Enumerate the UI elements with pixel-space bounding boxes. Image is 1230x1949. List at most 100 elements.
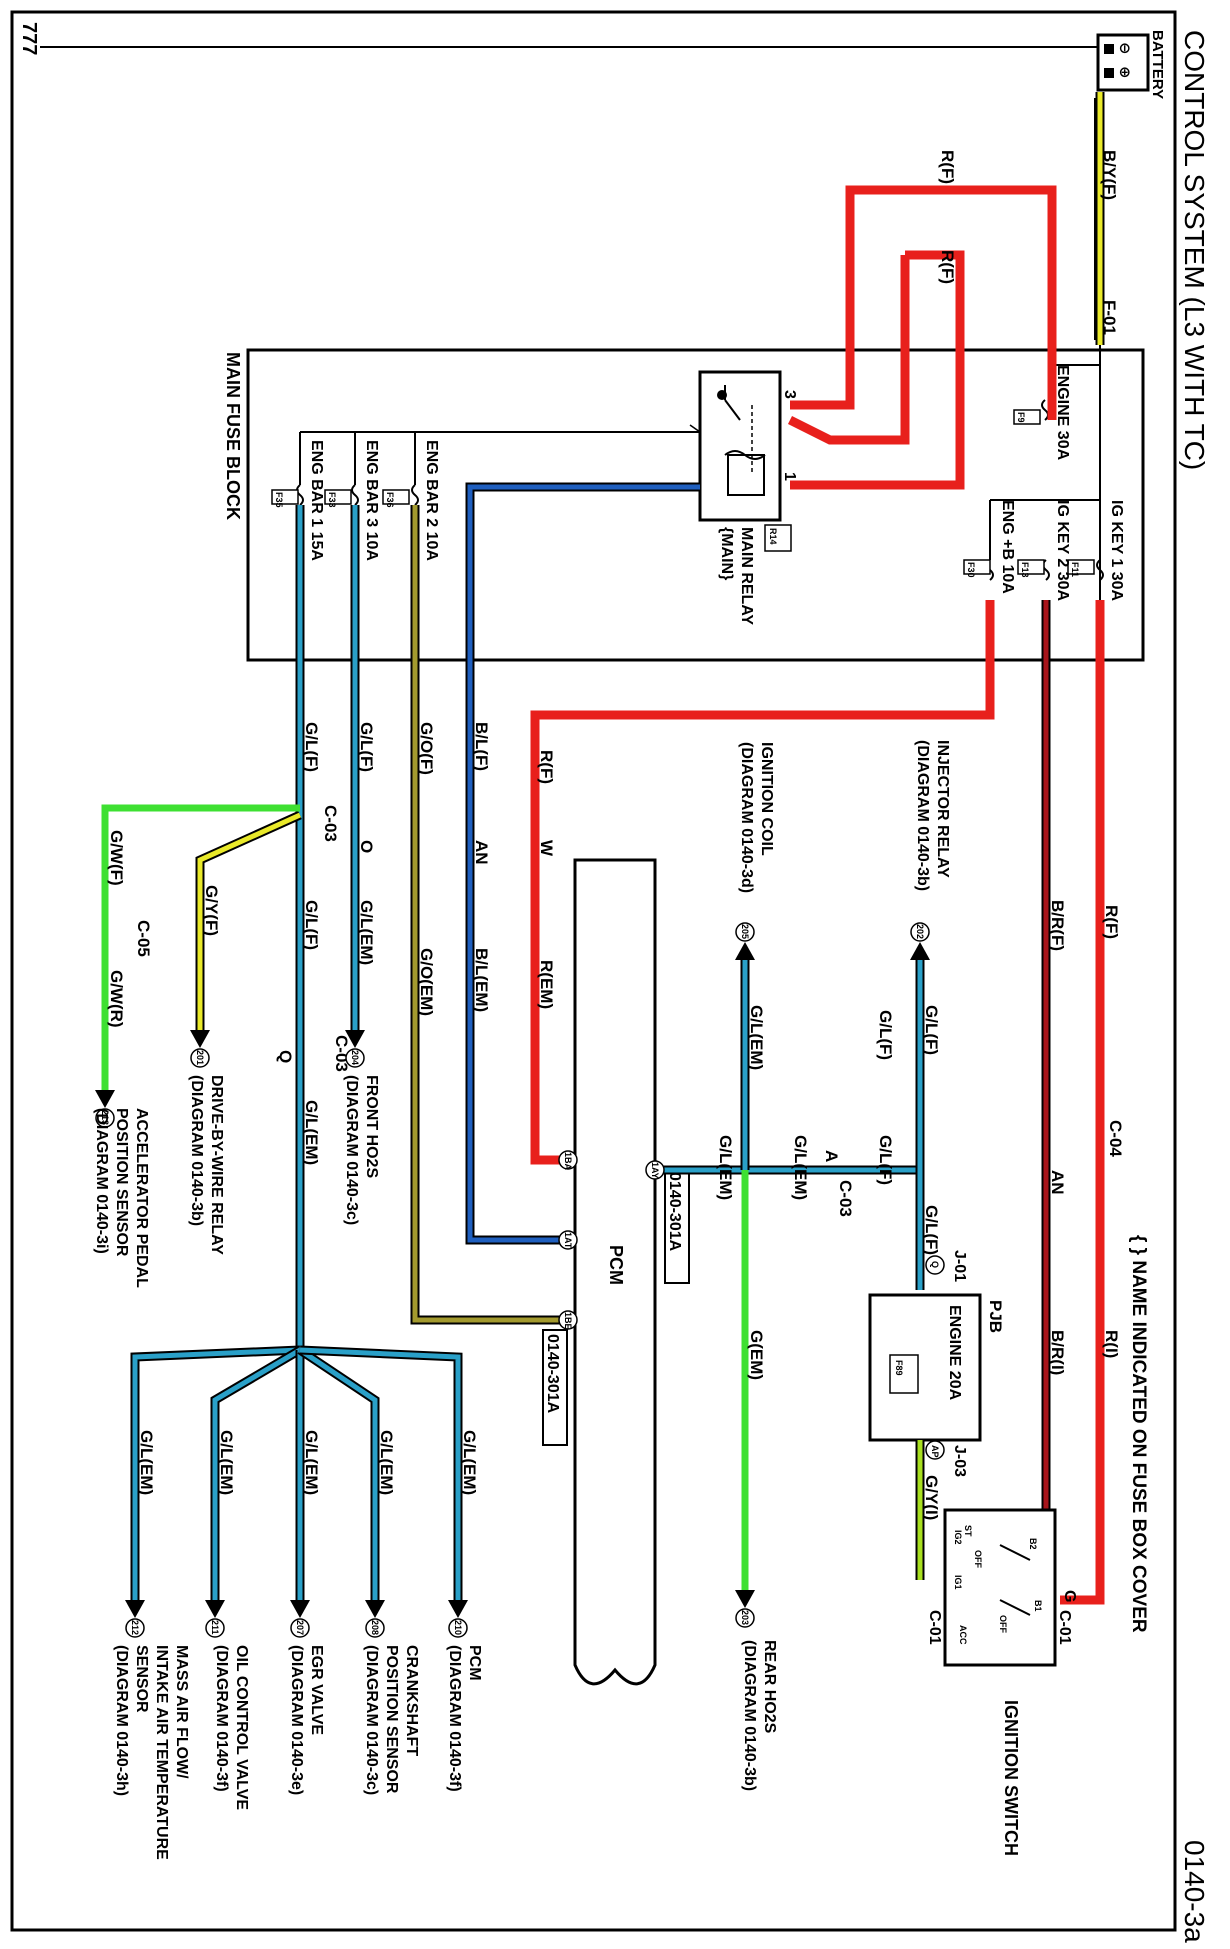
r-f-pcm-label: R(F) (537, 750, 556, 784)
pcm-label: PCM (606, 1245, 626, 1285)
red-wire-pcm (530, 600, 995, 1165)
gl-f-j1-label: G/L(F) (876, 1135, 895, 1185)
ap-circle-marker: AP (925, 1440, 945, 1460)
svg-text:1AT: 1AT (563, 1232, 573, 1249)
gl-em-b5: G/L(EM) (460, 1430, 479, 1495)
svg-text:FRONT HO2S: FRONT HO2S (363, 1075, 380, 1178)
svg-text:204: 204 (350, 1050, 360, 1065)
dest-maf: 212 MASS AIR FLOW/ INTAKE AIR TEMPERATUR… (113, 1600, 190, 1860)
o-label: O (357, 840, 376, 853)
gl-f-inj-label: G/L(F) (922, 1005, 941, 1055)
relay-pin1: 1 (781, 472, 798, 481)
gl-em-c-label: G/L(EM) (791, 1135, 810, 1200)
inj-relay-ref: (DIAGRAM 0140-3b) (914, 740, 931, 891)
svg-text:INTAKE AIR TEMPERATURE: INTAKE AIR TEMPERATURE (153, 1645, 170, 1860)
gl-em-b4: G/L(EM) (377, 1430, 396, 1495)
red-wire-1 (790, 185, 1057, 420)
c05-label: C-05 (134, 920, 153, 957)
svg-text:(DIAGRAM 0140-3e): (DIAGRAM 0140-3e) (288, 1645, 305, 1795)
svg-text:208: 208 (370, 1620, 380, 1635)
ignition-switch-box (943, 1508, 1057, 1667)
svg-text:F9: F9 (1016, 412, 1026, 423)
title-text: CONTROL SYSTEM (L3 WITH TC) (1179, 30, 1210, 470)
svg-text:(DIAGRAM 0140-3c): (DIAGRAM 0140-3c) (363, 1645, 380, 1795)
gl-f-label-3: G/L(F) (302, 900, 321, 950)
svg-text:ACCELERATOR PEDAL: ACCELERATOR PEDAL (133, 1108, 150, 1288)
svg-text:PCM: PCM (466, 1645, 483, 1681)
olive-wire-go (410, 505, 568, 1325)
red-wire-ig1 (1060, 600, 1105, 1605)
gl-em-label-1: G/L(EM) (357, 900, 376, 965)
svg-text:F11: F11 (1070, 562, 1080, 577)
dest-ckp-sensor: 208 CRANKSHAFT POSITION SENSOR (DIAGRAM … (363, 1600, 420, 1795)
svg-text:(DIAGRAM 0140-3f): (DIAGRAM 0140-3f) (213, 1645, 230, 1792)
svg-text:B2: B2 (1028, 1538, 1038, 1550)
svg-text:(DIAGRAM 0140-3f): (DIAGRAM 0140-3f) (446, 1645, 463, 1792)
c03-label-3: C-03 (836, 1180, 855, 1217)
gl-f-j3-label: G/L(F) (876, 1010, 895, 1060)
fuse-f13-label: IG KEY 2 30A (1054, 500, 1071, 602)
svg-text:(DIAGRAM 0140-3b): (DIAGRAM 0140-3b) (188, 1075, 205, 1226)
svg-text:POSITION SENSOR: POSITION SENSOR (113, 1108, 130, 1257)
dest-ocv: 211 OIL CONTROL VALVE (DIAGRAM 0140-3f) (205, 1600, 250, 1810)
c01-label-b: C-01 (1056, 1610, 1073, 1645)
svg-text:ST: ST (963, 1525, 973, 1537)
br-f-label: B/R(F) (1048, 900, 1067, 951)
dest-front-ho2s: 204 FRONT HO2S (DIAGRAM 0140-3c) (343, 1030, 380, 1225)
gl-f-label-1: G/L(F) (357, 722, 376, 772)
a-label: A (822, 1150, 841, 1162)
pcm-body (573, 858, 657, 1686)
svg-text:211: 211 (210, 1620, 220, 1635)
corner-777: 777 (18, 22, 40, 55)
svg-text:MASS AIR FLOW/: MASS AIR FLOW/ (173, 1645, 190, 1779)
svg-text:OIL CONTROL VALVE: OIL CONTROL VALVE (233, 1645, 250, 1810)
gy-i-label: G/Y(I) (922, 1475, 941, 1520)
g-label: G (1061, 1590, 1078, 1602)
pcm-pins: 1BA 1AT 1BE 1AY (558, 1150, 665, 1330)
main-relay: 3 1 R14 MAIN RELAY {MAIN} (698, 370, 798, 625)
an-label-2: AN (472, 840, 491, 865)
fuse-f33-symbol: F33 ENG BAR 3 10A (324, 440, 380, 561)
svg-text:OFF: OFF (998, 1615, 1008, 1633)
battery-plus: ⊕ (1116, 66, 1133, 79)
gl-em-ign-label: G/L(EM) (747, 1005, 766, 1070)
svg-text:IG2: IG2 (953, 1530, 963, 1545)
ign-switch-label: IGNITION SWITCH (1001, 1700, 1021, 1856)
gl-em-d-label: G/L(EM) (716, 1135, 735, 1200)
conn-w-label: W (537, 840, 556, 857)
svg-text:B1: B1 (1033, 1600, 1043, 1612)
r-i-label: R(I) (1102, 1330, 1121, 1358)
ign-coil-name: IGNITION COIL (758, 742, 775, 856)
pcm-ref-a: 0140-301A (666, 1172, 683, 1252)
svg-text:212: 212 (130, 1620, 140, 1635)
relay-name: MAIN RELAY (738, 527, 755, 625)
main-fuse-block-text: MAIN FUSE BLOCK (223, 352, 243, 520)
fuse-f11-symbol: F11 IG KEY 1 30A (1067, 500, 1125, 602)
svg-text:205: 205 (740, 924, 750, 939)
rear-ho2s-ref: (DIAGRAM 0140-3b) (741, 1640, 758, 1791)
svg-text:1AY: 1AY (650, 1162, 660, 1179)
svg-text:210: 210 (453, 1620, 463, 1635)
svg-text:F35: F35 (274, 492, 284, 508)
r-f-ig-label: R(F) (1102, 905, 1121, 939)
dest-injector-relay-pin: 202 (910, 922, 930, 960)
dest-ignition-coil-pin: 205 (735, 922, 755, 960)
gl-f-label-2: G/L(F) (302, 722, 321, 772)
r-f-label-2: R(F) (938, 250, 957, 284)
gl-em-b1: G/L(EM) (137, 1430, 156, 1495)
battery-text: BATTERY (1149, 30, 1166, 99)
svg-text:(DIAGRAM 0140-3c): (DIAGRAM 0140-3c) (343, 1075, 360, 1225)
relay-id: R14 (768, 528, 778, 545)
svg-text:F36: F36 (385, 492, 395, 508)
svg-text:201: 201 (195, 1050, 205, 1065)
svg-text:SENSOR: SENSOR (133, 1645, 150, 1713)
g-em-label: G(EM) (747, 1330, 766, 1380)
fuse-f35-label: ENG BAR 1 15A (308, 440, 325, 561)
inj-relay-name: INJECTOR RELAY (934, 740, 951, 878)
gl-em-b2: G/L(EM) (217, 1430, 236, 1495)
svg-text:EGR VALVE: EGR VALVE (308, 1645, 325, 1735)
relay-pin3: 3 (781, 390, 798, 399)
gw-r-label: G/W(R) (107, 970, 126, 1028)
fuse-f13-symbol: F13 IG KEY 2 30A (1017, 500, 1071, 602)
